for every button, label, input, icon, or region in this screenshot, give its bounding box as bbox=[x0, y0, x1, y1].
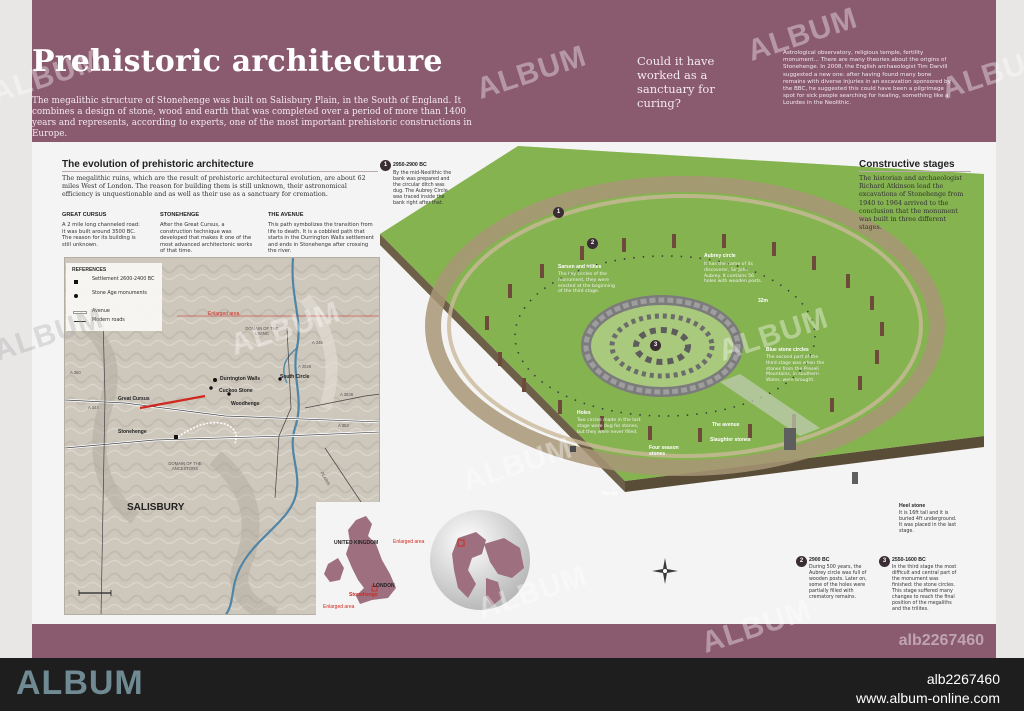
legend-item: Avenue bbox=[92, 309, 110, 314]
evolution-text: The megalithic ruins, which are the resu… bbox=[62, 174, 366, 199]
avenue-scene-label: The avenue bbox=[712, 422, 740, 428]
holes-text: Two circles made in the last stage were … bbox=[577, 418, 641, 435]
stage-3-badge: 3 bbox=[879, 556, 890, 567]
sanctuary-question: Could it have worked as a sanctuary for … bbox=[637, 54, 715, 110]
legend-item: Settlement 2600-2400 BC bbox=[92, 277, 155, 282]
square-marker-icon bbox=[74, 280, 78, 284]
stage-2-title: 2900 BC bbox=[809, 557, 830, 563]
great-cursus-text: A 2 mile long channeled road: it was bui… bbox=[62, 222, 140, 248]
uk-outline bbox=[324, 516, 396, 604]
header-band bbox=[32, 0, 996, 142]
domain-ancestors-label: DOMAIN OF THE ANCESTORS bbox=[168, 461, 202, 471]
avenue-line-icon bbox=[73, 311, 87, 314]
sarsen-text: The key circles of the monument, they we… bbox=[558, 272, 615, 295]
road-label: A 344 bbox=[88, 405, 99, 410]
page-title: Prehistoric architecture bbox=[32, 44, 443, 79]
stage-3-text: In the third stage the most difficult an… bbox=[892, 565, 957, 612]
footer-bar bbox=[0, 658, 1024, 711]
header-intro: The megalithic structure of Stonehenge w… bbox=[32, 96, 472, 139]
compass-icon bbox=[652, 558, 678, 584]
stage-3-marker: 3 bbox=[650, 340, 661, 351]
stage-2-badge: 2 bbox=[796, 556, 807, 567]
aubrey-label: Aubrey circle bbox=[704, 253, 736, 259]
pit-label: The pit bbox=[601, 491, 618, 497]
four-season-label: Four season stones bbox=[649, 445, 679, 457]
road-label: A 360 bbox=[70, 370, 81, 375]
footer-strip bbox=[32, 624, 996, 658]
stonehenge-heading: STONEHENGE bbox=[160, 212, 200, 218]
divider bbox=[62, 171, 378, 172]
legend-item: Stone Age monuments bbox=[92, 291, 147, 296]
london-label: LONDON bbox=[373, 583, 395, 589]
constructive-text: The historian and archaeologist Richard … bbox=[859, 174, 964, 232]
inset-enlarged-label-2: Enlarged area bbox=[323, 604, 355, 610]
sanctuary-text: Astrological observatory, religious temp… bbox=[783, 50, 951, 107]
stage-1-badge: 1 bbox=[380, 160, 391, 171]
divider bbox=[859, 171, 971, 172]
road-label: A 303 bbox=[338, 423, 349, 428]
road-line-icon bbox=[74, 321, 86, 322]
great-cursus-line bbox=[139, 394, 206, 410]
stage-2-marker: 2 bbox=[587, 238, 598, 249]
avenue-text: This path symbolizes the transition from… bbox=[268, 222, 374, 255]
stonehenge-scene bbox=[380, 146, 984, 492]
road-label: A 345 bbox=[312, 340, 323, 345]
inset-stonehenge-label: Stonehenge bbox=[349, 592, 378, 598]
uk-inset bbox=[316, 502, 428, 622]
legend-title: REFERENCES bbox=[72, 267, 107, 273]
cuckoo-label: Cuckoo Stone bbox=[219, 388, 253, 394]
road-label: A 3038 bbox=[340, 392, 354, 397]
enlarged-area-label: Enlarged area bbox=[208, 311, 240, 317]
globe-icon bbox=[430, 510, 530, 610]
constructive-title: Constructive stages bbox=[859, 159, 955, 170]
woodhenge-label: Woodhenge bbox=[231, 401, 260, 407]
map-legend: REFERENCES Settlement 2600-2400 BC Stone… bbox=[66, 263, 162, 331]
uk-label: UNITED KINGDOM bbox=[334, 540, 379, 546]
stage-2-text: During 500 years, the Aubrey circle was … bbox=[809, 565, 867, 600]
slaughter-label: Slaughter stones bbox=[710, 437, 751, 443]
road-label: A 3028 bbox=[298, 364, 312, 369]
inset-enlarged-label: Enlarged area bbox=[393, 539, 425, 545]
site-link[interactable]: www.album-online.com bbox=[856, 690, 1000, 706]
stage-1-text: By the mid-Neolithic the bank was prepar… bbox=[393, 171, 452, 206]
stage-3-title: 2550-1600 BC bbox=[892, 557, 926, 563]
blue-stones-label: Blue stone circles bbox=[766, 347, 809, 353]
dot-marker-icon bbox=[74, 294, 78, 298]
south-circle-label: South Circle bbox=[280, 374, 310, 380]
legend-item: Modern roads bbox=[92, 318, 125, 323]
durrington-label: Durrington Walls bbox=[220, 376, 261, 382]
id-watermark: alb2267460 bbox=[898, 632, 984, 649]
great-cursus-label: Great Cursus bbox=[118, 396, 150, 402]
great-cursus-heading: GREAT CURSUS bbox=[62, 212, 107, 218]
stonehenge-text: After the Great Cursus, a construction t… bbox=[160, 222, 253, 255]
stonehenge-map-label: Stonehenge bbox=[118, 429, 147, 435]
aubrey-text: It has the name of its discoverer, Sir J… bbox=[704, 262, 763, 285]
blue-stones-text: The second part of the third stage was w… bbox=[766, 355, 825, 384]
heel-stone-text: It is 16ft tall and it is buried 4ft und… bbox=[899, 511, 957, 534]
avenue-heading: THE AVENUE bbox=[268, 212, 304, 218]
dimension-label: 32m bbox=[758, 298, 769, 304]
holes-label: Holes bbox=[577, 410, 591, 416]
image-id: alb2267460 bbox=[926, 671, 1000, 687]
album-logo[interactable]: ALBUM bbox=[16, 664, 144, 702]
salisbury-label: SALISBURY bbox=[127, 502, 185, 513]
domain-living-label: DOMAIN OF THE LIVING bbox=[245, 326, 279, 336]
heel-stone-title: Heel stone bbox=[899, 503, 926, 509]
stage-1-title: 2950-2900 BC bbox=[393, 162, 427, 168]
evolution-title: The evolution of prehistoric architectur… bbox=[62, 159, 254, 170]
sarsen-label: Sarsen and trilites bbox=[558, 264, 602, 270]
stage-1-marker: 1 bbox=[553, 207, 564, 218]
